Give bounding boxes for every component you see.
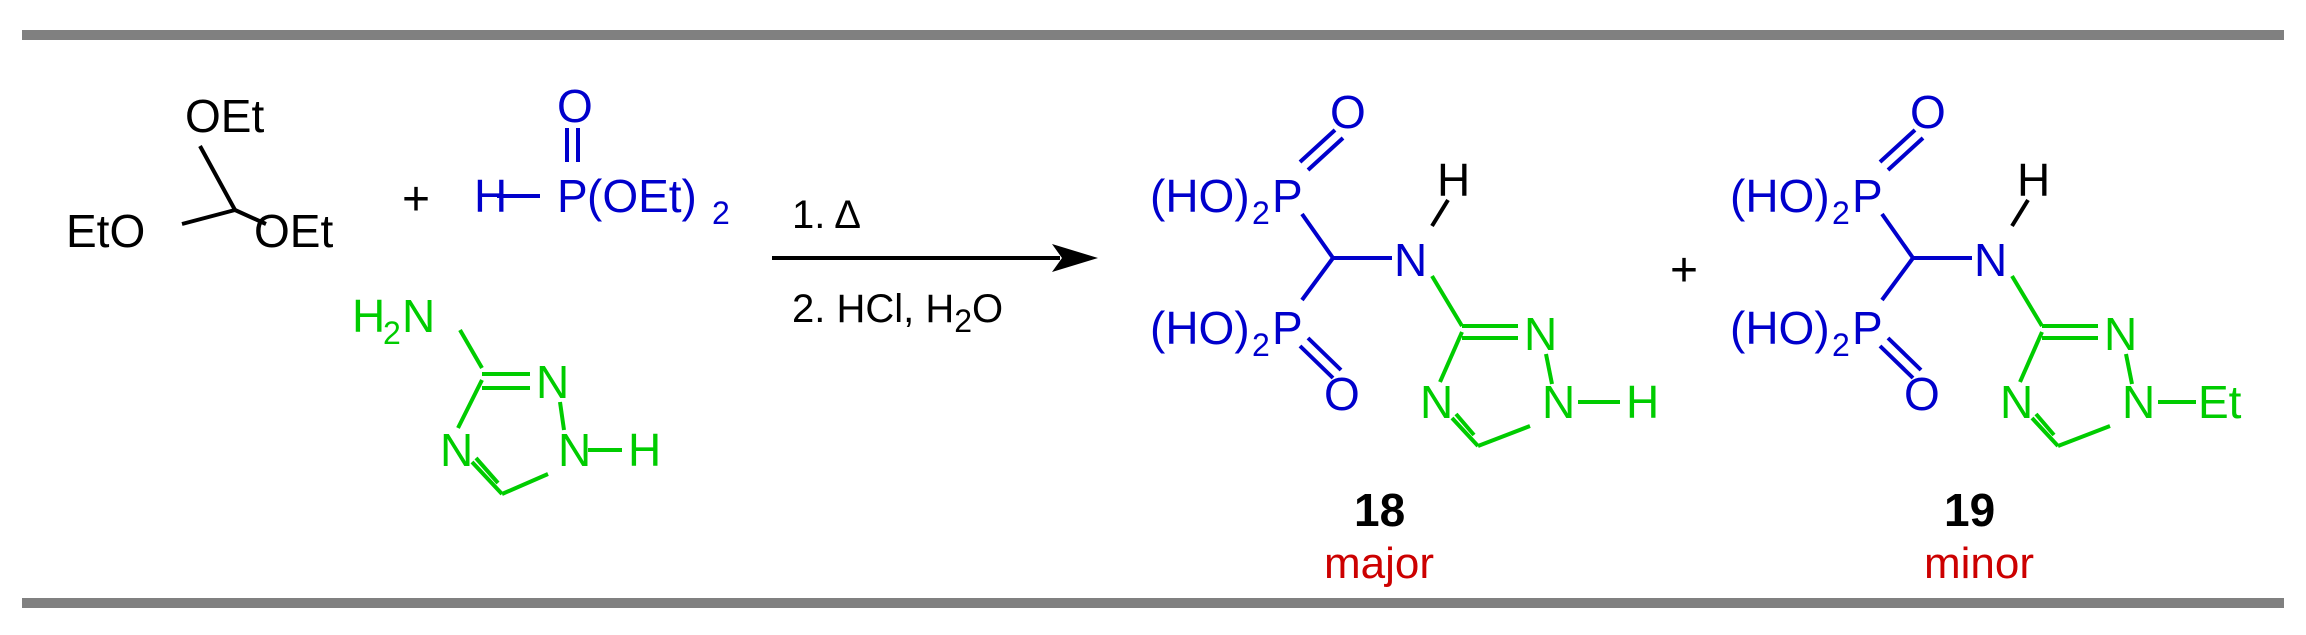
products-plus: +	[1670, 244, 1698, 297]
condition-step-2-sub: 2	[954, 303, 972, 339]
product-19-nh-bond	[2010, 198, 2030, 228]
product-18-ho-top: (HO)	[1150, 170, 1250, 222]
triazole-n2: N	[536, 356, 569, 408]
product-19-p-top: P	[1852, 170, 1883, 222]
condition-step-2-pre: 2. HCl, H	[792, 287, 954, 331]
product-19-triazole-n1: N	[2122, 376, 2155, 428]
phosphite-subscript: 2	[712, 195, 730, 231]
product-18-triazole-h: H	[1626, 376, 1659, 428]
product-19-number: 19	[1944, 484, 1995, 536]
product-19-nh: N	[1974, 234, 2007, 286]
product-18: (HO) 2 P O (HO) 2 P O N H N N H N 18 maj…	[1150, 86, 1659, 588]
triazole-amino-n: N	[402, 290, 435, 342]
product-18-ho-bot: (HO)	[1150, 302, 1250, 354]
product-18-triazole-n4: N	[1420, 376, 1453, 428]
product-19-o-top: O	[1910, 86, 1946, 138]
product-19-sub-top: 2	[1832, 195, 1850, 231]
product-19-blue-bonds	[1878, 128, 1972, 380]
product-18-tag: major	[1324, 539, 1434, 588]
product-18-blue-bonds	[1298, 128, 1392, 380]
product-19-o-bot: O	[1904, 368, 1940, 420]
product-18-h: H	[1437, 154, 1470, 206]
product-19-triazole-bonds	[2010, 274, 2196, 448]
product-19-p-bot: P	[1852, 302, 1883, 354]
reagent-plus: +	[402, 173, 430, 226]
triazole-amino-h: H	[352, 290, 385, 342]
product-19-h: H	[2017, 154, 2050, 206]
product-18-nh: N	[1394, 234, 1427, 286]
reaction-arrow	[772, 244, 1098, 272]
product-19-ho-top: (HO)	[1730, 170, 1830, 222]
condition-step-2-post: O	[972, 287, 1003, 331]
product-18-sub-bot: 2	[1252, 327, 1270, 363]
top-rule	[22, 30, 2284, 40]
product-18-o-bot: O	[1324, 368, 1360, 420]
product-18-triazole-n2: N	[1524, 308, 1557, 360]
product-18-o-top: O	[1330, 86, 1366, 138]
condition-step-2: 2. HCl, H2O	[792, 287, 1003, 339]
product-18-p-bot: P	[1272, 302, 1303, 354]
product-18-p-top: P	[1272, 170, 1303, 222]
condition-step-1: 1. Δ	[792, 193, 861, 237]
orthoformate-oet-right: OEt	[254, 205, 333, 257]
product-19-sub-bot: 2	[1832, 327, 1850, 363]
bottom-rule	[22, 598, 2284, 608]
product-19-ho-bot: (HO)	[1730, 302, 1830, 354]
product-18-number: 18	[1354, 484, 1405, 536]
phosphite-oet: (OEt)	[587, 170, 697, 222]
product-18-nh-bond	[1430, 198, 1450, 228]
phosphite-phosphorus: P	[557, 170, 588, 222]
product-18-triazole-n1: N	[1542, 376, 1575, 428]
triazole-n1: N	[558, 424, 591, 476]
product-19-ethyl: Et	[2198, 376, 2242, 428]
phosphite-oxygen: O	[557, 80, 593, 132]
triazole-n4: N	[440, 424, 473, 476]
phosphite-hydrogen: H	[474, 170, 507, 222]
product-19-triazole-n4: N	[2000, 376, 2033, 428]
aminotriazole	[456, 328, 622, 496]
product-18-triazole-bonds	[1430, 274, 1620, 448]
triazole-n1-h: H	[628, 424, 661, 476]
orthoformate-oet-top: OEt	[185, 90, 264, 142]
orthoformate-eto-left: EtO	[66, 205, 145, 257]
product-18-sub-top: 2	[1252, 195, 1270, 231]
diethyl-phosphite	[497, 128, 580, 198]
product-19-triazole-n2: N	[2104, 308, 2137, 360]
product-19: (HO) 2 P O (HO) 2 P O N H N N Et N 19 mi…	[1730, 86, 2242, 588]
triazole-amino-sub: 2	[383, 315, 401, 351]
triethyl-orthoformate	[181, 145, 267, 226]
product-19-tag: minor	[1924, 539, 2034, 588]
